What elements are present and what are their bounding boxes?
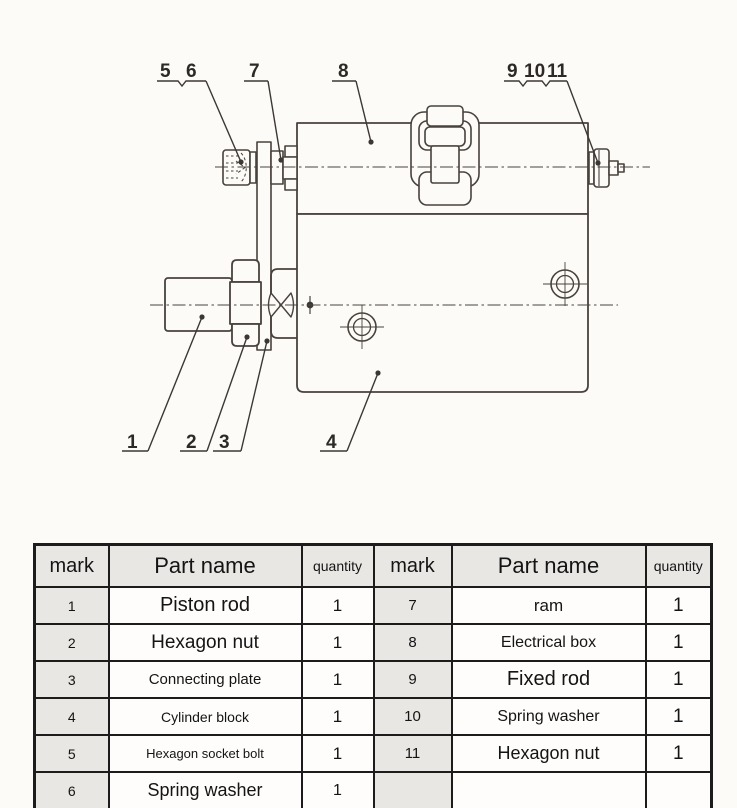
leader-9-10-11-underline [504, 80, 567, 88]
callout-8: 8 [338, 61, 349, 82]
latch-top-tab [426, 105, 464, 127]
mark-cell: 5 [33, 734, 110, 773]
assembly-drawing: 5 6 7 8 9 10 11 1 2 3 4 [122, 61, 650, 453]
callout-5: 5 [160, 61, 171, 82]
quantity-cell: 1 [644, 697, 713, 736]
callout-2: 2 [186, 432, 197, 453]
callout-1: 1 [127, 432, 138, 453]
table-row: 5 Hexagon socket bolt 1 11 Hexagon nut 1 [33, 734, 713, 773]
part-name-cell: Spring washer [450, 697, 647, 736]
quantity-cell: 1 [300, 734, 375, 773]
bolt-hole-front [340, 305, 384, 349]
leader-7 [267, 80, 282, 161]
latch-clamp [410, 105, 480, 206]
quantity-cell: 1 [644, 660, 713, 699]
leader-9-10-11 [566, 80, 599, 164]
mark-cell: 9 [372, 660, 453, 699]
quantity-cell: 1 [300, 586, 375, 625]
part-name-cell: ram [450, 586, 647, 625]
mark-cell: 7 [372, 586, 453, 625]
quantity-cell: 1 [300, 660, 375, 699]
fixed-rod-shaft [608, 160, 619, 176]
callout-7: 7 [249, 61, 260, 82]
quantity-cell: 1 [644, 586, 713, 625]
table-row: 4 Cylinder block 1 10 Spring washer 1 [33, 697, 713, 736]
leader-5-6-underline [157, 80, 206, 88]
wall-boss-mid [282, 156, 298, 180]
mark-cell: 6 [33, 771, 110, 808]
part-name-cell: Piston rod [107, 586, 303, 625]
callout-3: 3 [219, 432, 230, 453]
header-mark-left: mark [33, 543, 110, 588]
wall-boss-top [284, 145, 298, 158]
quantity-cell: 1 [300, 623, 375, 662]
cylinder-block-outline [296, 213, 589, 393]
hexagon-nut-mid [229, 281, 262, 325]
part-name-cell: Spring washer [107, 771, 303, 808]
table-row: 1 Piston rod 1 7 ram 1 [33, 586, 713, 625]
latch-center-plate [430, 145, 460, 184]
callout-4: 4 [326, 432, 337, 453]
leader-8 [355, 80, 372, 143]
table-row: 6 Spring washer 1 [33, 771, 713, 808]
part-name-cell [450, 771, 647, 808]
callout-6: 6 [186, 61, 197, 82]
header-part-left: Part name [107, 543, 303, 588]
part-name-cell: Hexagon nut [450, 734, 647, 773]
header-mark-right: mark [372, 543, 453, 588]
header-part-right: Part name [450, 543, 647, 588]
callout-11: 11 [547, 61, 568, 82]
mark-cell: 4 [33, 697, 110, 736]
leader-5-6 [205, 80, 242, 163]
part-name-cell: Electrical box [450, 623, 647, 662]
part-name-cell: Hexagon nut [107, 623, 303, 662]
mark-cell: 2 [33, 623, 110, 662]
fixed-rod-tip [617, 163, 625, 173]
hexagon-nut-top [231, 259, 260, 283]
header-qty-right: quantity [644, 543, 713, 588]
callout-10: 10 [524, 61, 545, 82]
part-name-cell: Fixed rod [450, 660, 647, 699]
part-name-cell: Hexagon socket bolt [107, 734, 303, 773]
callout-9: 9 [507, 61, 518, 82]
fixed-rod-assembly [588, 148, 625, 188]
centerlines [150, 166, 650, 306]
table-row: 3 Connecting plate 1 9 Fixed rod 1 [33, 660, 713, 699]
callout-labels: 5 6 7 8 9 10 11 1 2 3 4 [127, 61, 568, 453]
mark-cell [372, 771, 453, 808]
parts-table-container: mark Part name quantity mark Part name q… [33, 543, 713, 808]
quantity-cell: 1 [644, 623, 713, 662]
quantity-cell: 1 [300, 697, 375, 736]
leader-4 [346, 372, 379, 452]
quantity-cell [644, 771, 713, 808]
leader-1 [147, 316, 203, 452]
parts-table: mark Part name quantity mark Part name q… [33, 543, 713, 808]
header-qty-left: quantity [300, 543, 375, 588]
leader-2 [206, 336, 248, 452]
mark-cell: 8 [372, 623, 453, 662]
leader-lines [122, 80, 599, 452]
part-name-cell: Connecting plate [107, 660, 303, 699]
hexagon-nut-11 [593, 148, 610, 188]
wall-boss-bottom [284, 178, 298, 191]
mark-cell: 11 [372, 734, 453, 773]
part-name-cell: Cylinder block [107, 697, 303, 736]
mark-cell: 3 [33, 660, 110, 699]
leader-dots [199, 139, 601, 376]
bolt-hole-rear [543, 262, 587, 306]
table-row: 2 Hexagon nut 1 8 Electrical box 1 [33, 623, 713, 662]
quantity-cell: 1 [300, 771, 375, 808]
mark-cell: 1 [33, 586, 110, 625]
leader-3 [240, 340, 268, 452]
mark-cell: 10 [372, 697, 453, 736]
table-header-row: mark Part name quantity mark Part name q… [33, 543, 713, 588]
quantity-cell: 1 [644, 734, 713, 773]
